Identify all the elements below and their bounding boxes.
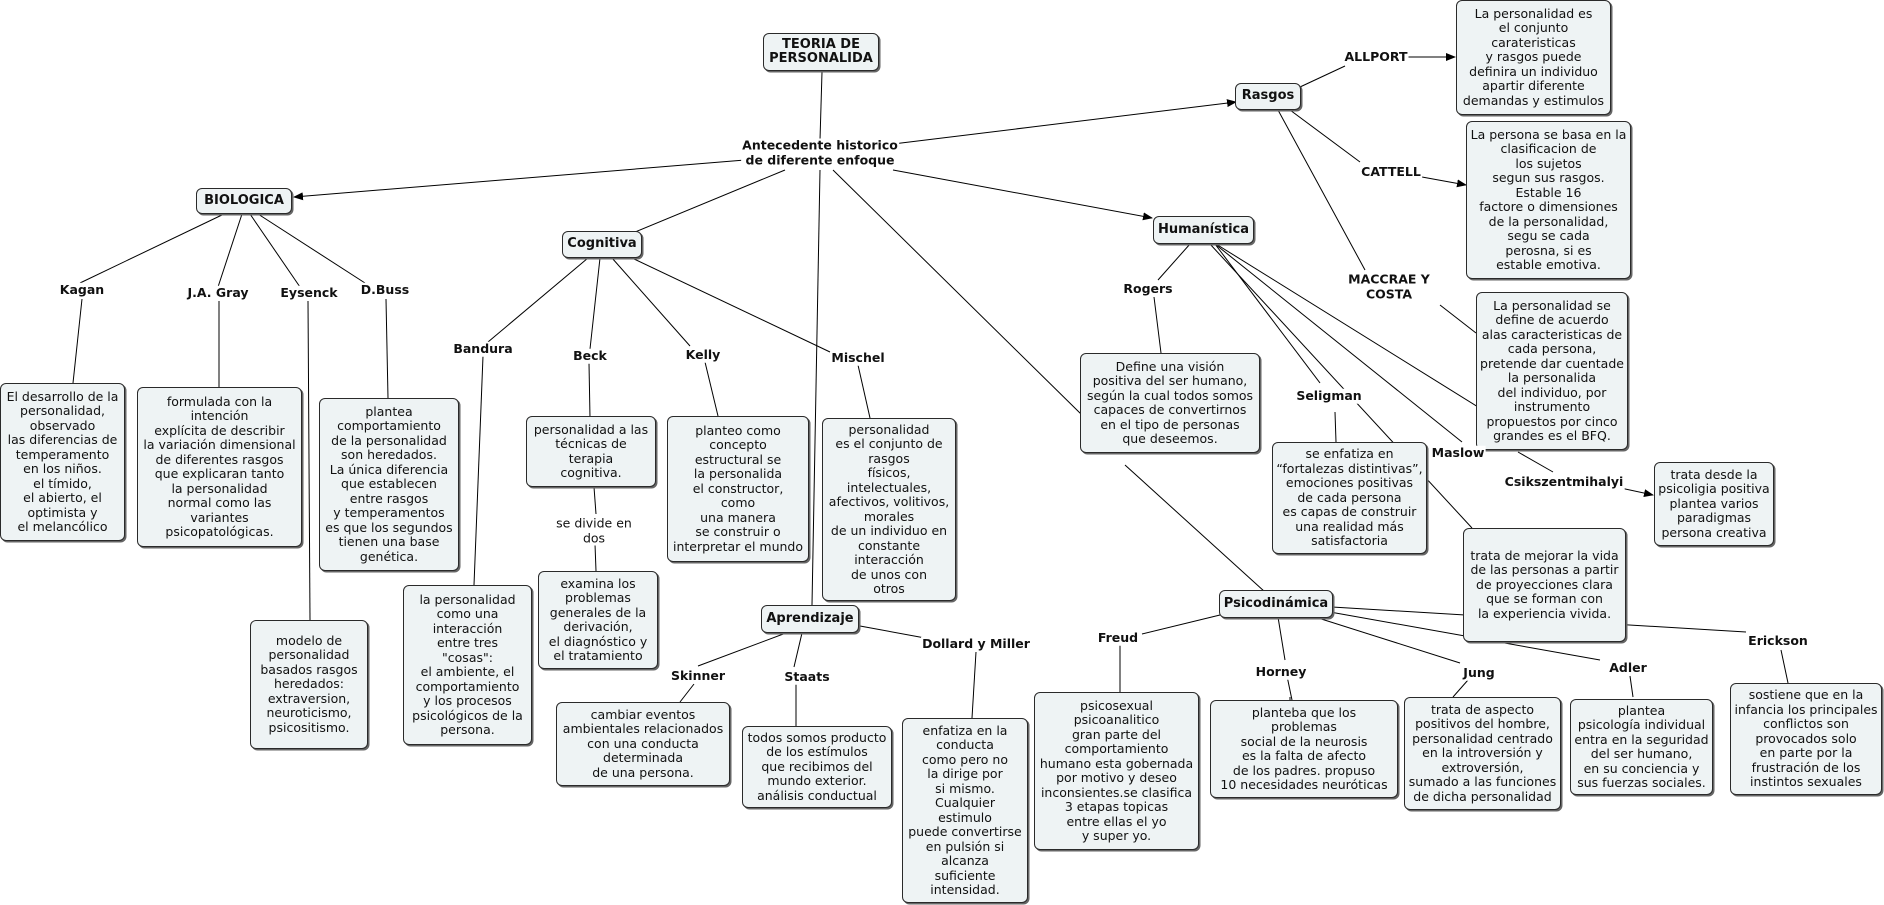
desc-adler[interactable]: plantea psicología individual entra en l… (1570, 699, 1713, 795)
label-erickson: Erickson (1747, 632, 1809, 649)
desc-jung[interactable]: trata de aspecto positivos del hombre, p… (1404, 697, 1561, 810)
label-maslow: Maslow (1430, 444, 1486, 461)
label-seligman: Seligman (1295, 387, 1363, 404)
label-dollard-miller: Dollard y Miller (921, 635, 1031, 652)
desc-kelly[interactable]: planteo como concepto estructural se la … (667, 416, 809, 562)
label-skinner: Skinner (669, 667, 727, 684)
desc-bandura[interactable]: la personalidad como una interacción ent… (403, 585, 532, 745)
desc-skinner[interactable]: cambiar eventos ambientales relacionados… (556, 702, 730, 786)
node-psicodinamica[interactable]: Psicodinámica (1219, 590, 1333, 618)
label-adler: Adler (1608, 659, 1648, 676)
desc-beck-2[interactable]: examina los problemas generales de la de… (538, 571, 658, 669)
label-staats: Staats (783, 668, 831, 685)
label-antecedente-historico: Antecedente historico de diferente enfoq… (741, 137, 899, 168)
label-csikszentmihalyi: Csikszentmihalyi (1503, 473, 1625, 490)
node-humanistica[interactable]: Humanística (1153, 216, 1254, 244)
desc-erickson[interactable]: sostiene que en la infancia los principa… (1730, 683, 1882, 795)
desc-beck[interactable]: personalidad a las técnicas de terapia c… (526, 416, 656, 487)
desc-maccrae-costa[interactable]: La personalidad se define de acuerdo ala… (1476, 292, 1628, 450)
node-teoria-de-personalidad[interactable]: TEORIA DE PERSONALIDA (763, 33, 879, 71)
label-ja-gray: J.A. Gray (186, 284, 250, 301)
label-horney: Horney (1254, 663, 1308, 680)
label-beck: Beck (572, 347, 608, 364)
label-kagan: Kagan (58, 281, 106, 298)
label-maccrae-costa: MACCRAE Y COSTA (1347, 271, 1431, 302)
label-kelly: Kelly (684, 346, 722, 363)
desc-cattell[interactable]: La persona se basa en la clasificacion d… (1466, 121, 1631, 279)
desc-gray[interactable]: formulada con la intención explícita de … (137, 387, 302, 547)
desc-dollard-miller[interactable]: enfatiza en la conducta como pero no la … (902, 718, 1028, 903)
label-allport: ALLPORT (1343, 48, 1409, 65)
label-rogers: Rogers (1122, 280, 1174, 297)
desc-allport[interactable]: La personalidad es el conjunto carateris… (1456, 0, 1611, 115)
desc-staats[interactable]: todos somos producto de los estímulos qu… (742, 726, 892, 808)
label-jung: Jung (1462, 664, 1496, 681)
label-mischel: Mischel (830, 349, 886, 366)
label-bandura: Bandura (452, 340, 514, 357)
label-freud: Freud (1096, 629, 1140, 646)
label-eysenck: Eysenck (279, 284, 339, 301)
node-rasgos[interactable]: Rasgos (1235, 83, 1301, 110)
desc-maslow[interactable]: trata de mejorar la vida de las personas… (1463, 528, 1626, 642)
node-aprendizaje[interactable]: Aprendizaje (761, 605, 859, 633)
label-dbuss: D.Buss (359, 281, 411, 298)
desc-kagan[interactable]: El desarrollo de la personalidad, observ… (0, 383, 125, 541)
label-se-divide-en-dos: se divide en dos (555, 515, 633, 546)
desc-eysenck[interactable]: modelo de personalidad basados rasgos he… (250, 620, 368, 749)
node-cognitiva[interactable]: Cognitiva (562, 231, 642, 258)
node-biologica[interactable]: BIOLOGICA (196, 188, 292, 214)
desc-mischel[interactable]: personalidad es el conjunto de rasgos fí… (822, 418, 956, 601)
desc-horney[interactable]: planteba que los problemas social de la … (1210, 700, 1398, 798)
label-cattell: CATTELL (1360, 163, 1422, 180)
desc-freud[interactable]: psicosexual psicoanalitico gran parte de… (1034, 692, 1199, 850)
desc-csikszentmihalyi[interactable]: trata desde la psicoligia positiva plant… (1654, 462, 1774, 546)
desc-buss[interactable]: plantea comportamiento de la personalida… (319, 398, 459, 571)
desc-rogers[interactable]: Define una visión positiva del ser human… (1080, 353, 1260, 453)
desc-seligman[interactable]: se enfatiza en “fortalezas distintivas”,… (1272, 442, 1427, 554)
